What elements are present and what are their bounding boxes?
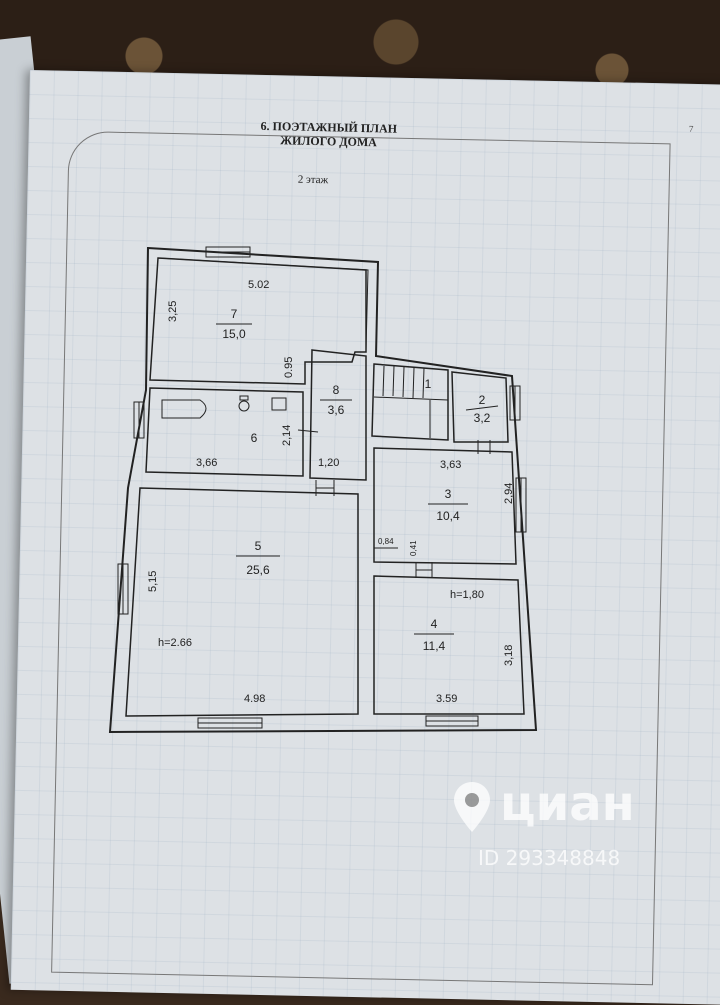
room-4-wall: [373, 575, 525, 715]
room-8-wall: [309, 349, 367, 481]
window-top: [205, 246, 251, 258]
dim-2-94: 2,94: [503, 483, 515, 504]
room-8-number: 8: [333, 383, 340, 397]
window-bottom-4: [425, 715, 479, 727]
room-1-wall: [371, 363, 449, 441]
dim-3-63: 3,63: [440, 459, 461, 471]
room-3-wall: [373, 447, 517, 565]
outer-wall: [108, 246, 538, 734]
toilet-icon: [238, 395, 250, 412]
dim-1-20: 1,20: [318, 457, 339, 469]
watermark-brand: циан: [500, 776, 635, 832]
stair-steps: [373, 365, 449, 438]
dim-0-84: 0,84: [378, 537, 394, 546]
door-3: [477, 440, 491, 454]
room-8-area: 3,6: [328, 403, 345, 417]
room-1-number: 1: [425, 377, 432, 391]
room-2-area: 3,2: [474, 411, 491, 425]
door-6: [297, 429, 319, 433]
room-7-area: 15,0: [222, 327, 246, 341]
door-4: [415, 562, 433, 578]
room-3-number: 3: [445, 487, 452, 501]
dim-3-59: 3.59: [436, 693, 457, 705]
window-left-6: [133, 401, 145, 439]
dim-3-25: 3,25: [167, 301, 179, 322]
room-2-line: [465, 405, 499, 411]
room-6-wall: [145, 387, 304, 477]
room-7-wall: [149, 257, 367, 385]
dim-5-02: 5.02: [248, 279, 269, 291]
room-2-wall: [451, 371, 509, 443]
window-right-2: [509, 385, 521, 421]
room-3-area: 10,4: [436, 509, 460, 523]
sink-icon: [271, 397, 287, 411]
dim-3-18: 3,18: [503, 645, 515, 666]
dim-3-66: 3,66: [196, 457, 217, 469]
room-6-number: 6: [251, 431, 258, 445]
room-5-number: 5: [255, 539, 262, 553]
room-4-height: h=1,80: [450, 589, 484, 601]
dim-0-95: 0.95: [283, 357, 295, 378]
dim-4-98: 4.98: [244, 693, 265, 705]
window-bottom-5: [197, 717, 263, 729]
dim-2-14: 2,14: [281, 425, 293, 446]
window-right-3: [515, 477, 527, 533]
room-5-area: 25,6: [246, 563, 270, 577]
location-pin-icon: [454, 782, 490, 832]
watermark-listing-id: ID 293348848: [478, 846, 621, 870]
door-5: [315, 480, 335, 496]
dim-0-41: 0,41: [409, 540, 418, 556]
bathtub-icon: [161, 399, 207, 419]
room-4-area: 11,4: [423, 639, 446, 653]
room-2-number: 2: [479, 393, 486, 407]
room-5-wall: [125, 487, 359, 717]
room-3-niche: [373, 530, 398, 549]
window-left-5: [117, 563, 129, 615]
floor-plan: 7 15,0 8 3,6 1 2 3,2 6 3 10,4 5 25,6 4 1…: [108, 246, 538, 734]
outer-wall-inner: [157, 257, 369, 351]
room-4-number: 4: [431, 617, 438, 631]
room-7-number: 7: [231, 307, 238, 321]
dim-5-15: 5,15: [147, 571, 159, 592]
room-5-height: h=2.66: [158, 637, 192, 649]
